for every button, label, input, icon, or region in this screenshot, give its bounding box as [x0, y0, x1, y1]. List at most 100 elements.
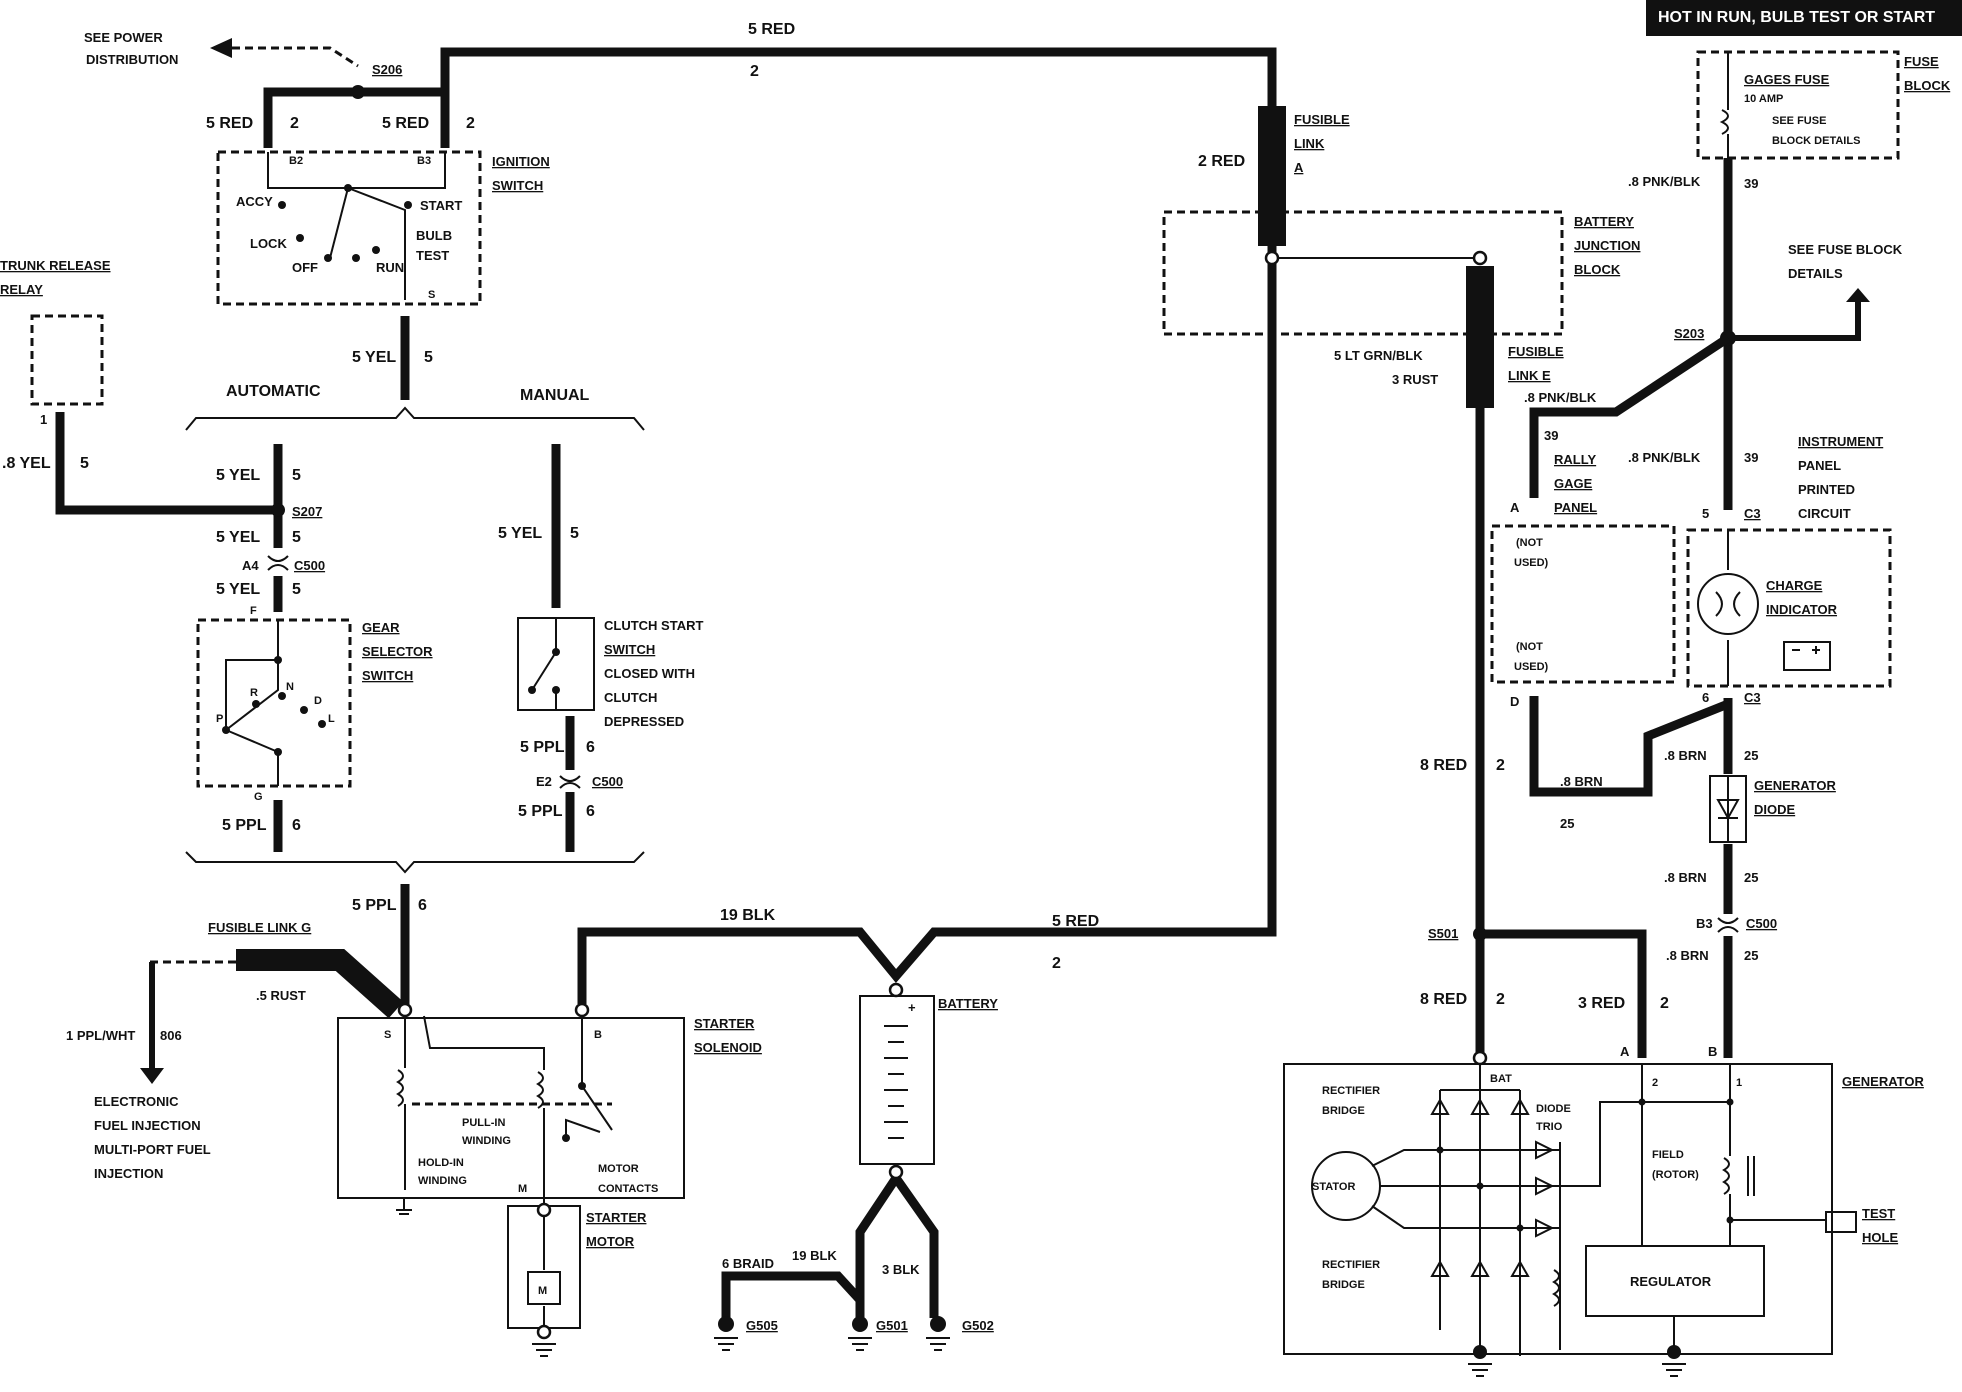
rally-d-terminal: D: [1510, 694, 1519, 709]
clutch-start-switch: [517, 617, 595, 711]
gen-pin-2: 2: [1652, 1077, 1658, 1089]
b2-terminal: B2: [289, 155, 303, 167]
gen-pin-1: 1: [1736, 1077, 1742, 1089]
stator-label: STATOR: [1312, 1181, 1355, 1193]
top-2-label: 2: [750, 63, 759, 80]
field-label-1: FIELD: [1652, 1149, 1684, 1161]
battery: +: [859, 982, 935, 1180]
pnk3-num: 39: [1744, 450, 1758, 465]
see-power-label-2: DISTRIBUTION: [86, 52, 178, 67]
s207-label: S207: [292, 504, 322, 519]
ltgrn-label: 5 LT GRN/BLK: [1334, 348, 1423, 363]
rally-gage-panel: [1490, 524, 1676, 684]
e2-label: E2: [536, 774, 552, 789]
ignition-label-2: SWITCH: [492, 178, 543, 193]
c500-g-label: C500: [1746, 916, 1777, 931]
charge-indicator-panel: [1686, 528, 1892, 688]
ppl-sol-label: 5 PPL: [352, 897, 397, 914]
gages-fuse-label: GAGES FUSE: [1744, 72, 1830, 87]
gen-b-terminal: B: [1708, 1044, 1717, 1059]
charge-brn-wires: [1529, 696, 1747, 1058]
a-yel3-num: 5: [292, 581, 301, 598]
battery-feed-wires: [577, 100, 1277, 1004]
n-label: N: [286, 681, 294, 693]
b3-wire-num: 2: [466, 115, 475, 132]
efi-label-3: MULTI-PORT FUEL: [94, 1142, 211, 1157]
efi-label-1: ELECTRONIC: [94, 1094, 179, 1109]
red8-num: 2: [1496, 757, 1505, 774]
holdin-label-2: WINDING: [418, 1175, 467, 1187]
starter-motor: M: [507, 1202, 581, 1357]
fusible-e-label-2: LINK E: [1508, 368, 1551, 383]
bjb-label-1: BATTERY: [1574, 214, 1634, 229]
fuse-block-label-2: BLOCK: [1904, 78, 1951, 93]
ipc-label-2: PANEL: [1798, 458, 1841, 473]
accy-label: ACCY: [236, 194, 273, 209]
start-label: START: [420, 198, 462, 213]
motor-contacts-label-1: MOTOR: [598, 1163, 639, 1175]
ignition-switch: B2 B3 ACCY START LOCK OFF RUN BULB TEST …: [216, 150, 482, 306]
g505-label: G505: [746, 1318, 778, 1333]
manual-label: MANUAL: [520, 387, 590, 404]
clutch-label-3: CLOSED WITH: [604, 666, 695, 681]
test-hole-label-2: HOLE: [1862, 1230, 1898, 1245]
c3-pin5: 5: [1702, 506, 1709, 521]
starter-motor-label-1: STARTER: [586, 1210, 647, 1225]
hot-in-run-banner: HOT IN RUN, BULB TEST OR START: [1646, 0, 1962, 36]
charge-label-1: CHARGE: [1766, 578, 1823, 593]
red8-label: 8 RED: [1420, 757, 1467, 774]
see-fb-label-1: SEE FUSE BLOCK: [1788, 242, 1903, 257]
diode-trio-label-1: DIODE: [1536, 1103, 1571, 1115]
s-terminal: S: [428, 289, 435, 301]
g-terminal: G: [254, 791, 263, 803]
m-yel-label: 5 YEL: [498, 525, 542, 542]
d-label: D: [314, 695, 322, 707]
generator: 2 1 BAT REGULATOR RECTIFIER BRIDGE DIODE: [1283, 1063, 1857, 1377]
see-power-label-1: SEE POWER: [84, 30, 163, 45]
manual-5ppl-wire: [559, 716, 581, 852]
rect-label-3: RECTIFIER: [1322, 1259, 1380, 1271]
b2-wire-num: 2: [290, 115, 299, 132]
b3-wire-label: 5 RED: [382, 115, 429, 132]
main-5red-wire: [351, 47, 1277, 100]
rally-label-3: PANEL: [1554, 500, 1597, 515]
a-ppl-label: 5 PPL: [222, 817, 267, 834]
g502-label: G502: [962, 1318, 994, 1333]
ppl-wht-label: 1 PPL/WHT: [66, 1028, 135, 1043]
trunk-release-label-1: TRUNK RELEASE: [0, 258, 111, 273]
field-label-2: (ROTOR): [1652, 1169, 1699, 1181]
brn-d-label: .8 BRN: [1666, 948, 1709, 963]
rally-label-1: RALLY: [1554, 452, 1596, 467]
trunk-release-label-2: RELAY: [0, 282, 43, 297]
red3-label: 3 RED: [1578, 995, 1625, 1012]
gear-label-1: GEAR: [362, 620, 400, 635]
clutch-label-2: SWITCH: [604, 642, 655, 657]
yel5-label: 5 YEL: [352, 349, 396, 366]
sol-b-terminal: B: [594, 1029, 602, 1041]
starter-solenoid: S B M PULL-IN WINDING HOLD-IN WINDING MO…: [337, 1002, 685, 1215]
efi-label-2: FUEL INJECTION: [94, 1118, 201, 1133]
ipc-label-4: CIRCUIT: [1798, 506, 1851, 521]
clutch-label-4: CLUTCH: [604, 690, 657, 705]
pnk1-label: .8 PNK/BLK: [1628, 174, 1701, 189]
yel5-num: 5: [424, 349, 433, 366]
b2-wire-label: 5 RED: [206, 115, 253, 132]
option-brace-top: [185, 406, 645, 431]
battery-junction-block: [1162, 210, 1564, 336]
yel8-label: .8 YEL: [2, 455, 51, 472]
a-ppl-num: 6: [292, 817, 301, 834]
pnk1-num: 39: [1744, 176, 1758, 191]
a-yel1-label: 5 YEL: [216, 467, 260, 484]
run-label: RUN: [376, 260, 404, 275]
solenoid-label-1: STARTER: [694, 1016, 755, 1031]
diode-trio-label-2: TRIO: [1536, 1121, 1563, 1133]
gear-selector-switch: P R N D L: [196, 618, 352, 788]
brn-c-label: .8 BRN: [1664, 870, 1707, 885]
fusible-link-e: [1466, 266, 1647, 1066]
automatic-label: AUTOMATIC: [226, 383, 321, 400]
not-used-label-4: USED): [1514, 661, 1549, 673]
ipc-label-1: INSTRUMENT: [1798, 434, 1883, 449]
option-brace-bottom: [185, 851, 645, 874]
battery-label: BATTERY: [938, 996, 998, 1011]
pnk2-label: .8 PNK/BLK: [1524, 390, 1597, 405]
